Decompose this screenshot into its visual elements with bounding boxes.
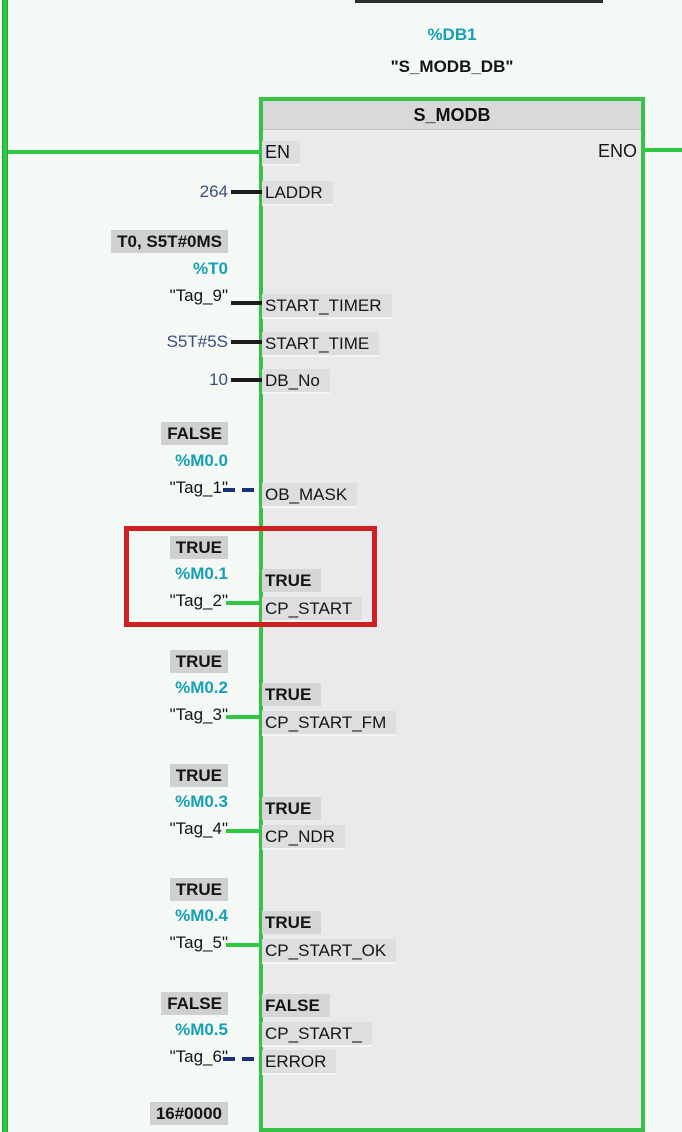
instance-db-address[interactable]: %DB1 [427,25,477,44]
block-title: S_MODB [263,101,641,130]
param-label-laddr: LADDR [262,181,333,206]
monitor-next-operand[interactable]: 16#0000 [149,1102,228,1125]
value-db-no[interactable]: 10 [209,370,228,389]
param-label-start-timer: START_TIMER [262,294,392,319]
param-label-db-no: DB_No [262,369,330,394]
param-label-start-time: START_TIME [262,332,380,357]
address-cp-ndr[interactable]: %M0.3 [175,792,228,811]
tag-ob-mask[interactable]: "Tag_1" [169,478,228,497]
wire-cp-start-ok [226,943,262,947]
wire-cp-start-error [223,1057,261,1061]
tag-cp-start[interactable]: "Tag_2" [169,591,228,610]
wire-eno [645,148,682,152]
param-monitor-cp-ndr: TRUE [262,797,322,820]
pin-eno-label: ENO [597,141,637,161]
power-rail [2,0,8,1132]
param-label-ob-mask: OB_MASK [262,483,358,508]
param-label-cp-start-error-line1: CP_START_ [262,1022,372,1047]
param-monitor-cp-start: TRUE [262,569,322,592]
wire-laddr [231,190,262,194]
value-start-time[interactable]: S5T#5S [166,332,228,351]
monitor-cp-start-fm[interactable]: TRUE [169,650,228,673]
wire-cp-start [226,601,262,605]
monitor-cp-start-ok[interactable]: TRUE [169,878,228,901]
monitor-ob-mask[interactable]: FALSE [161,422,228,445]
param-label-cp-start-fm: CP_START_FM [262,711,397,736]
top-edge-line [355,0,603,3]
param-monitor-cp-start-fm: TRUE [262,683,322,706]
param-label-cp-ndr: CP_NDR [262,825,345,850]
highlight-rectangle [124,526,377,627]
param-label-cp-start: CP_START [262,597,363,622]
tag-cp-start-fm[interactable]: "Tag_3" [169,705,228,724]
wire-en [8,150,259,154]
wire-start-time [231,340,262,344]
tag-cp-ndr[interactable]: "Tag_4" [169,819,228,838]
param-label-cp-start-ok: CP_START_OK [262,939,397,964]
address-cp-start-fm[interactable]: %M0.2 [175,678,228,697]
monitor-cp-start[interactable]: TRUE [169,536,228,559]
monitor-cp-start-error[interactable]: FALSE [161,992,228,1015]
param-monitor-cp-start-error: FALSE [262,994,330,1017]
address-cp-start-error[interactable]: %M0.5 [175,1020,228,1039]
wire-cp-ndr [226,829,262,833]
tag-start-timer[interactable]: "Tag_9" [169,286,228,305]
address-ob-mask[interactable]: %M0.0 [175,451,228,470]
address-start-timer[interactable]: %T0 [193,259,228,278]
address-cp-start-ok[interactable]: %M0.4 [175,906,228,925]
pin-en-label: EN [262,141,301,166]
monitor-start-timer[interactable]: T0, S5T#0MS [111,230,228,253]
wire-ob-mask [223,488,261,492]
param-monitor-cp-start-ok: TRUE [262,911,322,934]
address-cp-start[interactable]: %M0.1 [175,564,228,583]
value-laddr[interactable]: 264 [199,182,228,201]
wire-start-timer [231,301,262,305]
wire-cp-start-fm [226,715,262,719]
wire-db-no [231,378,262,382]
tag-cp-start-ok[interactable]: "Tag_5" [169,933,228,952]
instance-db-name[interactable]: "S_MODB_DB" [390,57,514,76]
tag-cp-start-error[interactable]: "Tag_6" [169,1047,228,1066]
param-label-cp-start-error-line2: ERROR [262,1050,337,1075]
monitor-cp-ndr[interactable]: TRUE [169,764,228,787]
